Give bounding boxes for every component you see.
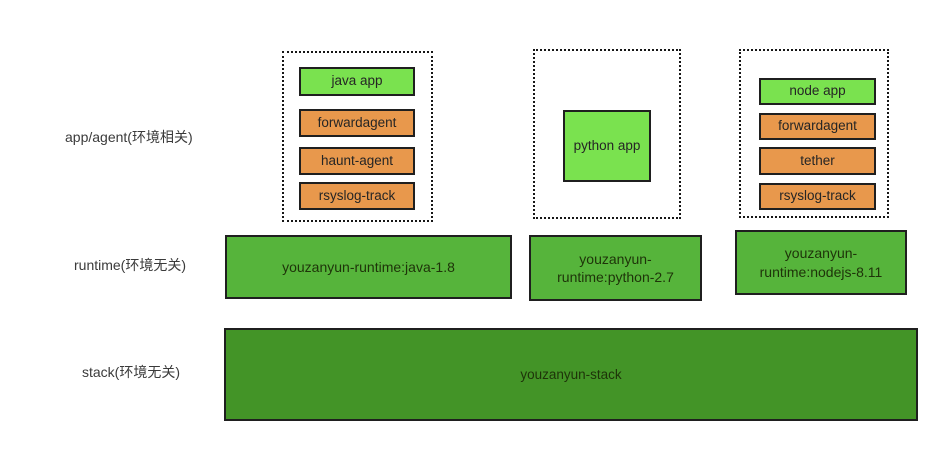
runtime-nodejs-label-line1: youzanyun-	[784, 245, 858, 262]
runtime-nodejs-label-line2: runtime:nodejs-8.11	[759, 263, 883, 280]
runtime-java-label: youzanyun-runtime:java-1.8	[282, 258, 455, 275]
box-forwardagent-node: forwardagent	[759, 113, 876, 140]
stack-box: youzanyun-stack	[224, 328, 918, 421]
stack-label: youzanyun-stack	[520, 367, 622, 382]
row-label-runtime: runtime(环境无关)	[74, 257, 187, 273]
app-group-python: python app	[533, 49, 681, 219]
box-python-app: python app	[563, 110, 651, 182]
row-label-stack: stack(环境无关)	[82, 364, 180, 380]
box-haunt-agent: haunt-agent	[299, 147, 415, 175]
runtime-box-python: youzanyun- runtime:python-2.7	[529, 235, 702, 301]
runtime-python-label-line2: runtime:python-2.7	[557, 269, 674, 285]
app-group-node: node app forwardagent tether rsyslog-tra…	[739, 49, 889, 218]
box-tether: tether	[759, 147, 876, 175]
box-java-app: java app	[299, 67, 415, 96]
runtime-box-nodejs: youzanyun- runtime:nodejs-8.11	[735, 230, 907, 295]
box-rsyslog-track-java: rsyslog-track	[299, 182, 415, 210]
runtime-python-label-line1: youzanyun-	[579, 250, 652, 267]
row-label-app-agent: app/agent(环境相关)	[65, 129, 193, 145]
box-node-app: node app	[759, 78, 876, 105]
box-rsyslog-track-node: rsyslog-track	[759, 183, 876, 210]
runtime-box-java: youzanyun-runtime:java-1.8	[225, 235, 512, 299]
app-group-java: java app forwardagent haunt-agent rsyslo…	[282, 51, 433, 222]
box-forwardagent-java: forwardagent	[299, 109, 415, 137]
